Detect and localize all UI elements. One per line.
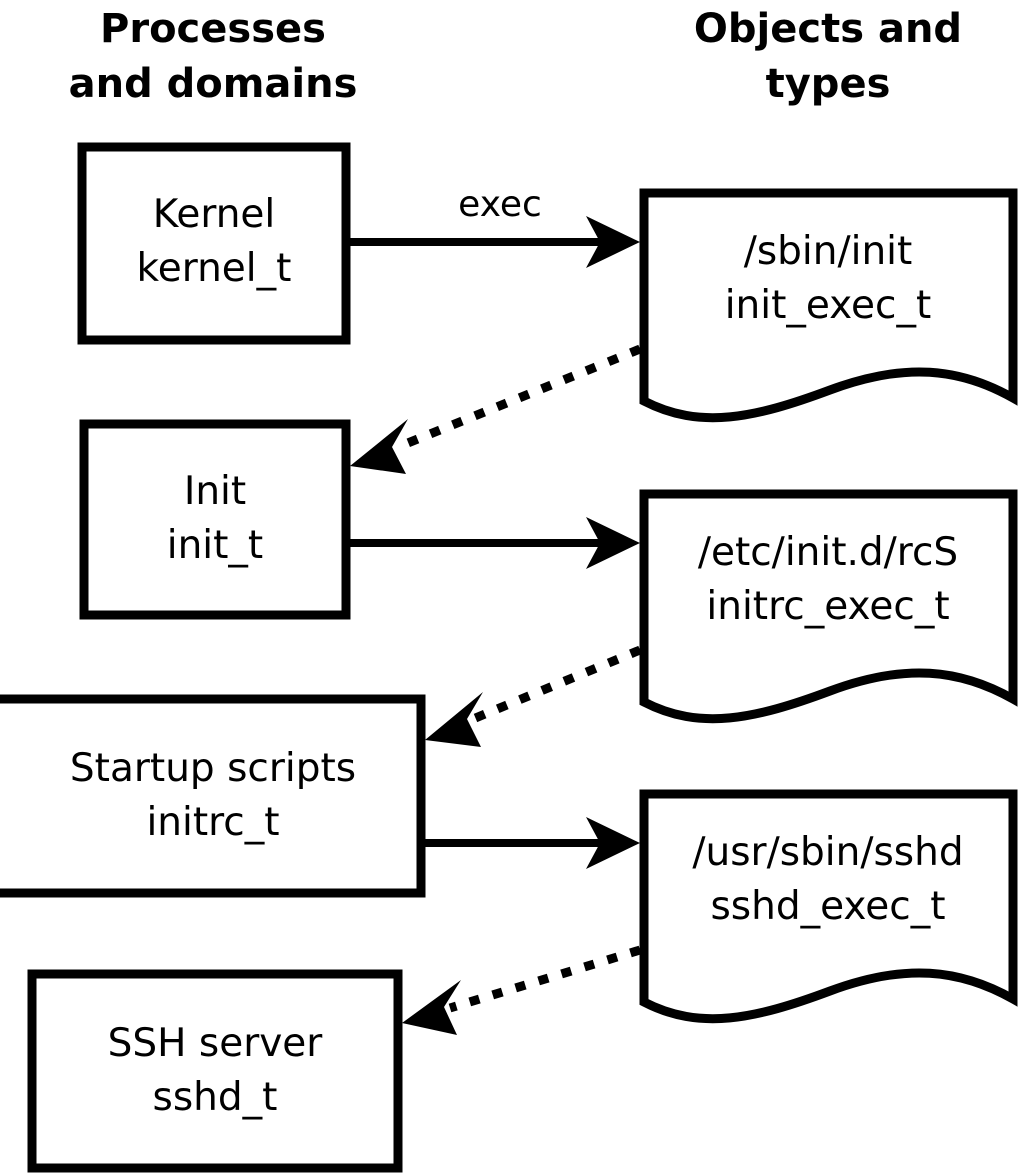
process-node-kernel-box[interactable] — [77, 142, 351, 345]
process-node-sshd-name: SSH server — [108, 1021, 324, 1066]
arrowhead-icon — [350, 419, 408, 474]
edge-initrc-exec-sshd_exec — [425, 817, 640, 869]
edge-line — [471, 645, 642, 724]
object-node-initrc_exec-path: /etc/init.d/rcS — [698, 530, 958, 575]
process-node-kernel-type: kernel_t — [137, 246, 292, 291]
edge-line — [448, 945, 642, 1013]
object-node-sshd_exec[interactable]: /usr/sbin/sshd sshd_exec_t — [639, 789, 1018, 1024]
column-title-processes-line1: Processes — [100, 6, 326, 52]
arrowhead-icon — [425, 692, 483, 747]
arrowhead-icon — [586, 216, 640, 268]
arrowhead-icon — [402, 980, 461, 1035]
object-node-sshd_exec-shape[interactable] — [639, 789, 1018, 1024]
object-node-init_exec[interactable]: /sbin/init init_exec_t — [639, 188, 1018, 423]
column-title-processes-line2: and domains — [69, 61, 358, 107]
object-node-init_exec-path: /sbin/init — [744, 229, 913, 274]
process-node-sshd[interactable]: SSH server sshd_t — [27, 969, 403, 1173]
object-node-initrc_exec-shape[interactable] — [639, 489, 1018, 724]
edge-line — [396, 344, 642, 452]
process-node-initrc-box[interactable] — [0, 694, 426, 898]
column-title-processes: Processes and domains — [69, 6, 358, 107]
object-node-init_exec-type: init_exec_t — [725, 283, 932, 328]
process-node-init[interactable]: Init init_t — [79, 419, 351, 620]
edge-kernel-exec-init_exec: exec — [350, 184, 640, 268]
process-node-initrc-name: Startup scripts — [70, 746, 356, 791]
process-node-initrc-type: initrc_t — [146, 800, 279, 845]
column-title-objects: Objects and types — [694, 6, 962, 107]
column-title-objects-line1: Objects and — [694, 6, 962, 52]
process-node-init-box[interactable] — [79, 419, 351, 620]
process-node-kernel[interactable]: Kernel kernel_t — [77, 142, 351, 345]
object-node-initrc_exec-type: initrc_exec_t — [706, 584, 949, 629]
arrowhead-icon — [586, 817, 640, 869]
edge-initrc_exec-transition-initrc — [425, 645, 642, 747]
process-node-init-name: Init — [184, 469, 246, 514]
edge-init-exec-initrc_exec — [350, 517, 640, 569]
edge-init_exec-transition-init — [350, 344, 642, 474]
object-node-initrc_exec[interactable]: /etc/init.d/rcS initrc_exec_t — [639, 489, 1018, 724]
object-node-sshd_exec-path: /usr/sbin/sshd — [692, 830, 963, 875]
process-node-initrc[interactable]: Startup scripts initrc_t — [0, 694, 426, 898]
process-node-kernel-name: Kernel — [153, 192, 276, 237]
object-node-init_exec-shape[interactable] — [639, 188, 1018, 423]
object-node-sshd_exec-type: sshd_exec_t — [710, 884, 945, 929]
arrowhead-icon — [586, 517, 640, 569]
column-title-objects-line2: types — [766, 61, 891, 107]
edge-sshd_exec-transition-sshd — [402, 945, 642, 1035]
process-node-sshd-type: sshd_t — [153, 1075, 278, 1120]
edge-label-exec: exec — [458, 184, 542, 225]
process-node-sshd-box[interactable] — [27, 969, 403, 1173]
process-node-init-type: init_t — [167, 523, 263, 568]
